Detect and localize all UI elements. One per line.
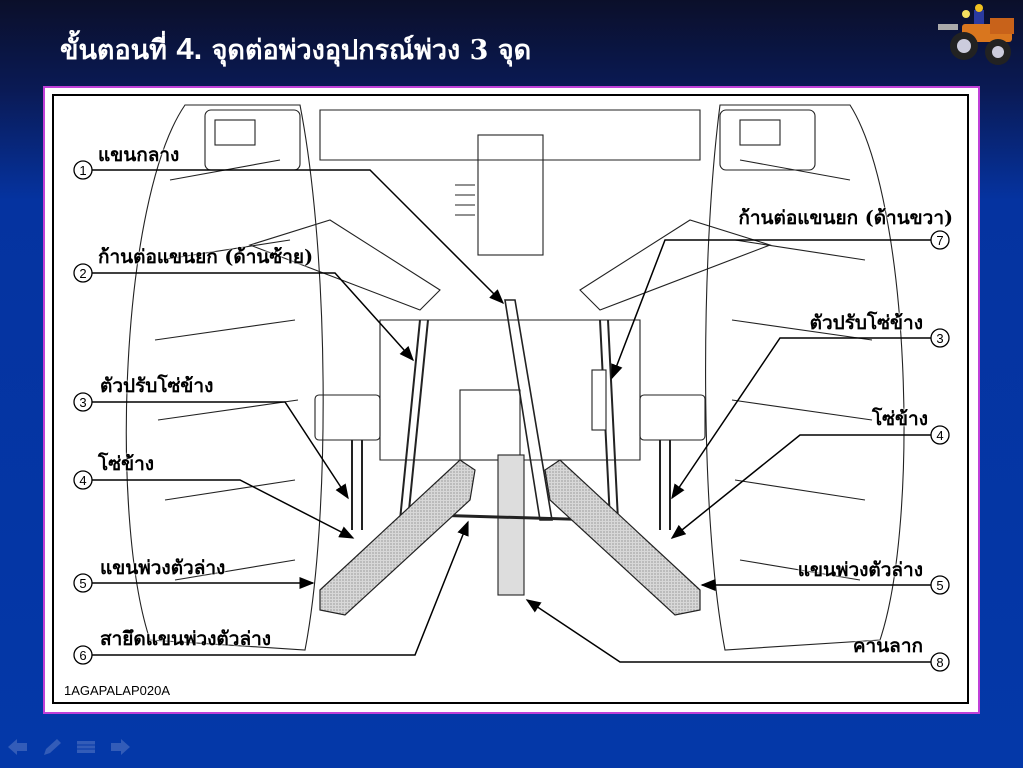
pen-icon[interactable] xyxy=(42,738,62,756)
label-lower-link-left: แขนพ่วงตัวล่าง xyxy=(100,557,226,579)
callout-num-5-right: 5 xyxy=(936,578,943,593)
diagram-area xyxy=(52,94,969,704)
title-number: 4. xyxy=(176,31,203,66)
label-top-link: แขนกลาง xyxy=(98,144,180,166)
callout-numbers: 1 2 3 4 5 6 7 3 4 5 8 xyxy=(79,163,943,670)
label-lower-link-right: แขนพ่วงตัวล่าง xyxy=(797,559,923,581)
label-lift-rod-right: ก้านต่อแขนยก (ด้านขวา) xyxy=(738,207,953,229)
title-prefix: ขั้นตอนที่ xyxy=(60,35,167,66)
next-slide-icon[interactable] xyxy=(110,738,130,756)
menu-icon[interactable] xyxy=(76,738,96,756)
callout-num-4-right: 4 xyxy=(936,428,943,443)
callout-num-8: 8 xyxy=(936,655,943,670)
slide-title: ขั้นตอนที่ 4. จุดต่อพ่วงอุปกรณ์พ่วง 3 จุ… xyxy=(60,28,531,71)
callout-lines xyxy=(92,169,931,663)
diagram-frame xyxy=(43,86,980,714)
diagram-code: 1AGAPALAP020A xyxy=(64,683,170,698)
callout-number-circles xyxy=(73,160,950,672)
tractor-drawing xyxy=(125,104,905,651)
callout-num-5-left: 5 xyxy=(79,576,86,591)
label-check-chain-adjuster-right: ตัวปรับโซ่ข้าง xyxy=(809,312,923,334)
callout-num-7: 7 xyxy=(936,233,943,248)
lower-links xyxy=(319,459,701,616)
label-check-chain-right: โซ่ข้าง xyxy=(871,408,928,430)
callout-num-3-right: 3 xyxy=(936,331,943,346)
label-lift-rod-left: ก้านต่อแขนยก (ด้านซ้าย) xyxy=(98,246,314,268)
label-check-chain-adjuster-left: ตัวปรับโซ่ข้าง xyxy=(100,375,214,397)
callout-num-2: 2 xyxy=(79,266,86,281)
label-check-chain-left: โซ่ข้าง xyxy=(98,453,155,475)
callout-num-1: 1 xyxy=(79,163,86,178)
callout-num-6: 6 xyxy=(79,648,86,663)
callout-num-4-left: 4 xyxy=(79,473,86,488)
previous-slide-icon[interactable] xyxy=(8,738,28,756)
label-drawbar: คานลาก xyxy=(852,635,923,657)
callout-num-3-left: 3 xyxy=(79,395,86,410)
title-text: จุดต่อพ่วงอุปกรณ์พ่วง 3 จุด xyxy=(211,35,532,66)
tractor-logo-icon xyxy=(938,4,1014,65)
label-lower-link-stay: สายึดแขนพ่วงตัวล่าง xyxy=(100,628,272,650)
